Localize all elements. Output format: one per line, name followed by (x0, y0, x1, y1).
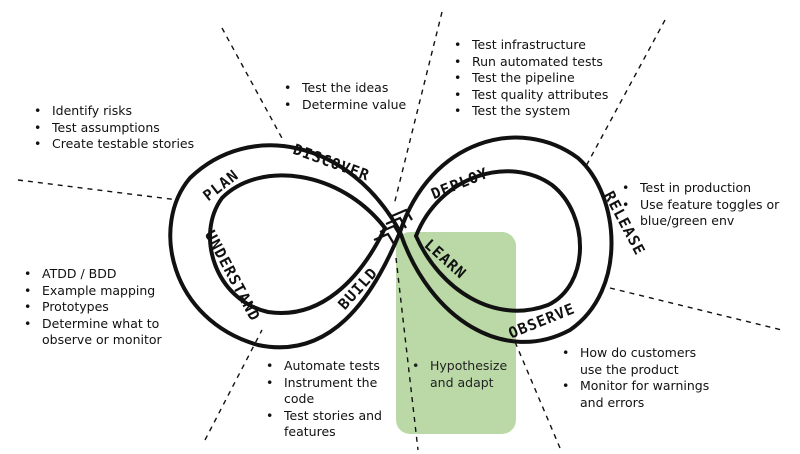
note-item: Test in production (622, 180, 800, 197)
note-item: Test assumptions (34, 120, 252, 137)
notes-deploy: Test infrastructure Run automated tests … (454, 37, 672, 120)
note-item: Test stories and features (266, 408, 394, 441)
note-item: Identify risks (34, 103, 252, 120)
divider-line-right (609, 287, 783, 331)
note-item: Example mapping (24, 283, 212, 300)
note-item: Test the pipeline (454, 70, 672, 87)
infinity-band (168, 135, 614, 350)
right-lobe-outer-edge (398, 135, 614, 344)
note-item: Run automated tests (454, 54, 672, 71)
note-item: Test the ideas (284, 80, 452, 97)
note-item: Prototypes (24, 299, 212, 316)
note-item: Test the system (454, 103, 672, 120)
divider-line-bottom-left (204, 329, 263, 441)
notes-observe: How do customers use the product Monitor… (562, 345, 750, 411)
note-item: Test infrastructure (454, 37, 672, 54)
notes-learn: Hypothesize and adapt (412, 358, 530, 391)
note-item: Determine what to observe or monitor (24, 316, 182, 349)
note-item: Instrument the code (266, 375, 384, 408)
note-item: Create testable stories (34, 136, 252, 153)
chevron-1 (379, 224, 401, 237)
divider-line-top-left (221, 27, 284, 141)
left-lobe-outer-edge (168, 143, 402, 350)
note-item: Hypothesize and adapt (412, 358, 530, 391)
divider-line-left (17, 179, 179, 201)
right-lobe-inner-edge (414, 169, 582, 313)
divider-line-top-center (393, 11, 443, 206)
notes-plan: Identify risks Test assumptions Create t… (34, 103, 252, 153)
note-item: Determine value (284, 97, 452, 114)
notes-build: Automate tests Instrument the code Test … (266, 358, 414, 441)
left-lobe-inner-edge (208, 173, 387, 316)
divider-line-bottom-center (395, 257, 419, 451)
note-item: Test quality attributes (454, 87, 672, 104)
divider-lines (17, 11, 783, 451)
note-item: Monitor for warnings and errors (562, 378, 730, 411)
chevron-3 (391, 208, 413, 221)
note-item: Use feature toggles or blue/green env (622, 197, 790, 230)
chevron-2 (385, 216, 407, 229)
notes-discover: Test the ideas Determine value (284, 80, 452, 113)
note-item: ATDD / BDD (24, 266, 212, 283)
notes-understand: ATDD / BDD Example mapping Prototypes De… (24, 266, 212, 349)
note-item: Automate tests (266, 358, 414, 375)
divider-line-bottom-right (509, 329, 561, 449)
notes-release: Test in production Use feature toggles o… (622, 180, 800, 230)
chevron-4 (373, 232, 395, 245)
crossing-chevrons (373, 208, 413, 245)
note-item: How do customers use the product (562, 345, 720, 378)
